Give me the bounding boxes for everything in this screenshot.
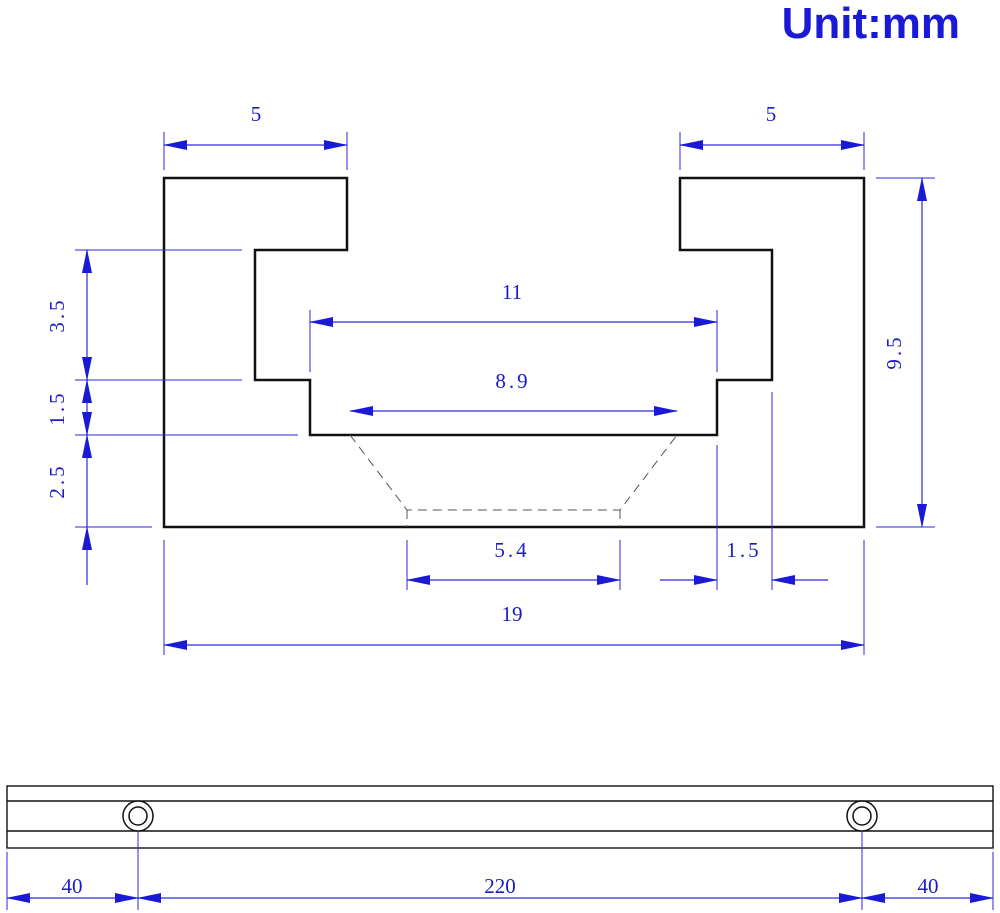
dim-text-rail-left: 40 <box>62 874 83 898</box>
extension-lines <box>75 132 935 655</box>
mounting-hole-left <box>122 800 154 832</box>
countersink-hidden-line <box>349 434 678 511</box>
dim-text-rail-spacing: 220 <box>484 874 516 898</box>
dim-text-slot-mid: 8.9 <box>495 369 530 393</box>
track-profile-outline <box>162 176 866 529</box>
dim-text-slot-bottom: 5.4 <box>494 538 529 562</box>
dim-text-total-width: 19 <box>502 602 523 626</box>
dim-text-step-right: 1.5 <box>726 538 761 562</box>
mounting-hole-right <box>846 800 878 832</box>
unit-label: Unit:mm <box>781 0 960 48</box>
dim-text-left-h3: 2.5 <box>45 463 69 498</box>
dim-text-left-h2: 1.5 <box>45 390 69 425</box>
dim-text-slot-top: 11 <box>502 280 522 304</box>
dim-text-total-height: 9.5 <box>882 334 906 369</box>
dim-text-left-lip: 5 <box>251 102 262 126</box>
dim-text-right-lip: 5 <box>766 102 777 126</box>
dim-text-rail-right: 40 <box>918 874 939 898</box>
dim-text-left-h1: 3.5 <box>45 297 69 332</box>
rail-top-view <box>6 785 994 849</box>
